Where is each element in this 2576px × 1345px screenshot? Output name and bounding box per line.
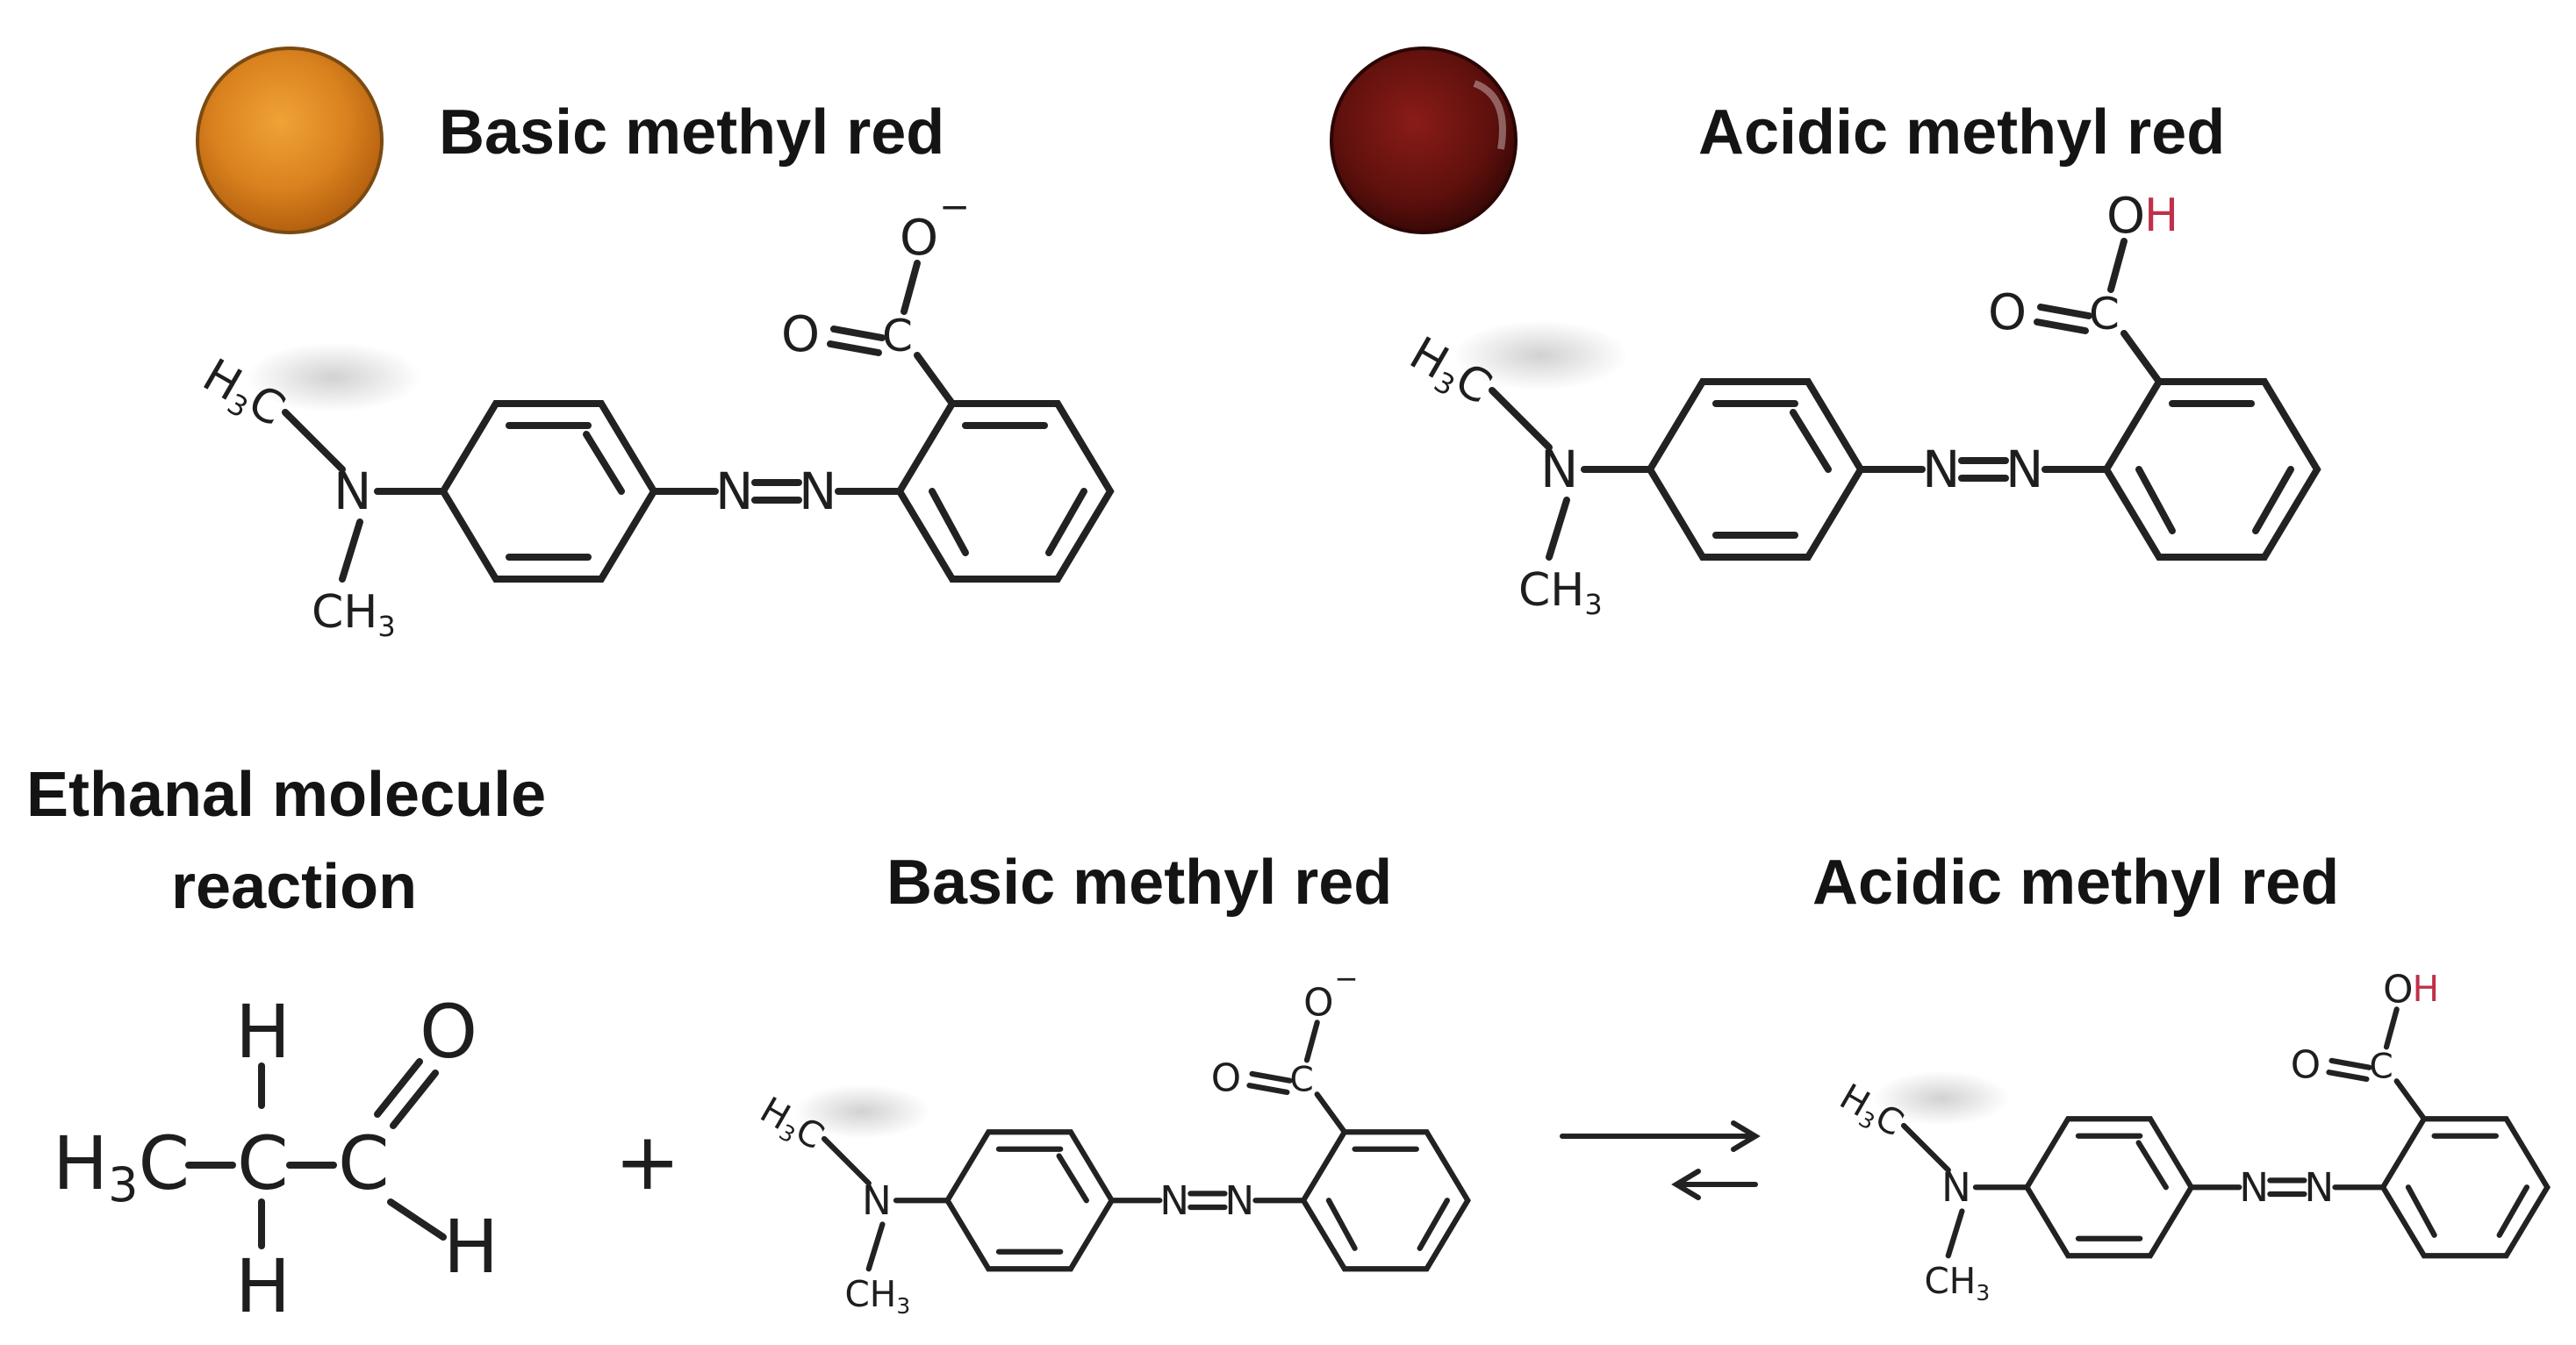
ethanal-title-line1: Ethanal molecule — [26, 760, 546, 830]
svg-text:H: H — [235, 989, 291, 1075]
ethanal-title-line2: reaction — [171, 852, 417, 922]
top-basic-title: Basic methyl red — [439, 97, 944, 168]
svg-text:O: O — [420, 989, 477, 1075]
bottom-basic-molecule — [751, 962, 1467, 1318]
bottom-acidic-panel: Acidic methyl red — [1812, 848, 2547, 1306]
svg-text:H: H — [235, 1243, 291, 1329]
svg-text:H3C: H3C — [53, 1120, 190, 1213]
basic-color-swatch — [196, 47, 384, 234]
bottom-acidic-molecule — [1831, 968, 2547, 1306]
top-basic-panel: Basic methyl red — [192, 47, 1110, 643]
ethanal-panel: Ethanal molecule reaction H3C C H H C O … — [26, 760, 680, 1329]
top-acidic-panel: Acidic methyl red — [1330, 47, 2317, 621]
acidic-color-swatch — [1330, 47, 1518, 234]
top-acidic-molecule — [1399, 188, 2317, 621]
bottom-acidic-title: Acidic methyl red — [1812, 848, 2339, 918]
equilibrium-arrows-icon — [1560, 1120, 1761, 1200]
plus-sign: + — [614, 1116, 680, 1208]
svg-text:C: C — [237, 1120, 289, 1206]
svg-text:C: C — [338, 1120, 390, 1206]
top-acidic-title: Acidic methyl red — [1698, 97, 2225, 168]
ethanal-molecule: H3C C H H C O H — [53, 989, 499, 1329]
bottom-basic-panel: Basic methyl red — [751, 848, 1467, 1319]
top-basic-molecule — [192, 185, 1110, 643]
svg-text:H: H — [443, 1204, 499, 1290]
bottom-basic-title: Basic methyl red — [886, 848, 1392, 918]
